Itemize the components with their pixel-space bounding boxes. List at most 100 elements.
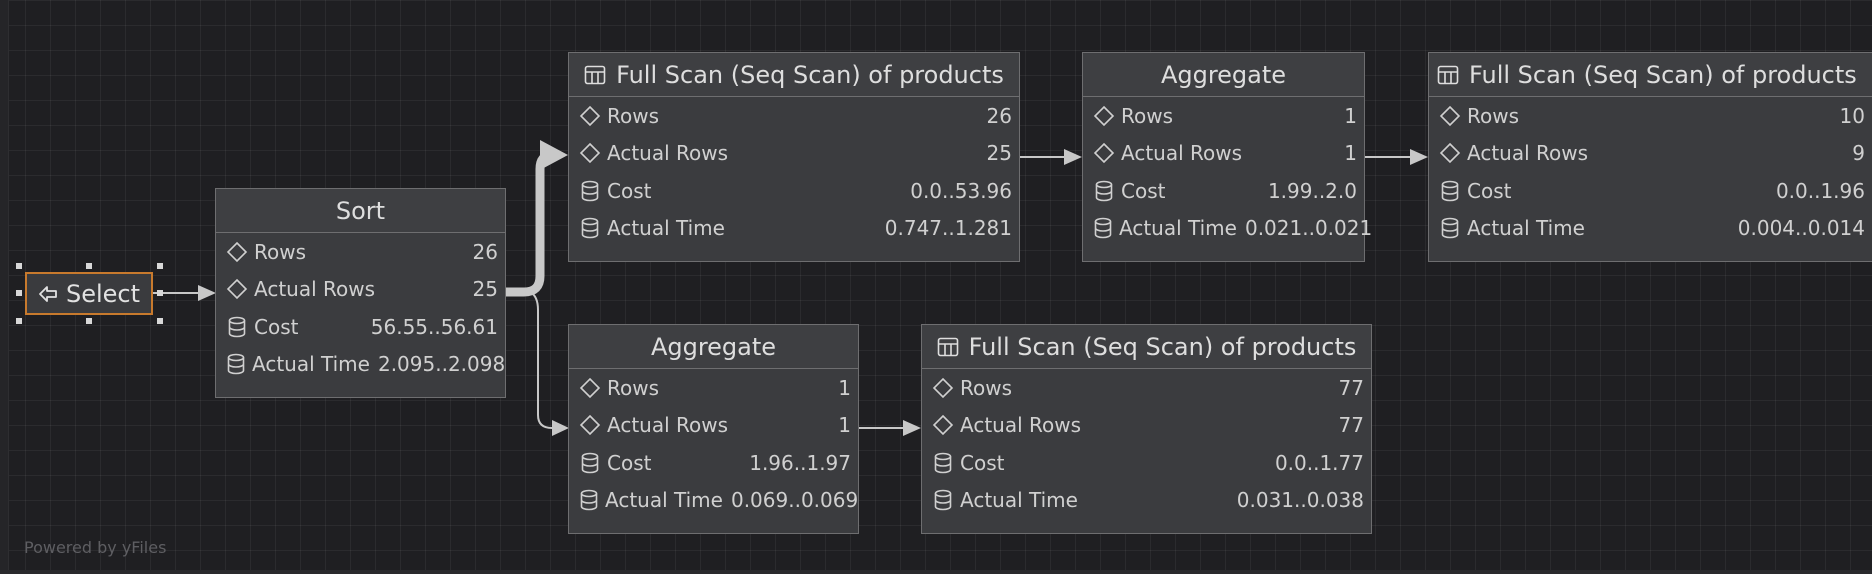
selection-handle[interactable] <box>16 290 22 296</box>
row-value: 10 <box>1839 103 1865 128</box>
row-value: 1.99..2.0 <box>1267 178 1357 203</box>
node-aggregate-a-title: Aggregate <box>1083 53 1364 97</box>
diamond-icon <box>1439 105 1461 127</box>
row-label: Actual Rows <box>607 141 729 166</box>
diamond-icon <box>1093 142 1115 164</box>
selection-handle[interactable] <box>157 263 163 269</box>
row-rows: Rows 26 <box>216 233 505 271</box>
node-scan-a-title: Full Scan (Seq Scan) of products <box>569 53 1019 97</box>
row-label: Actual Rows <box>1467 141 1589 166</box>
row-rows: Rows 26 <box>569 97 1019 135</box>
select-node-label: Select <box>65 279 141 308</box>
row-label: Actual Time <box>607 216 725 241</box>
row-actual-rows: Actual Rows 9 <box>1429 135 1872 173</box>
row-label: Actual Rows <box>1121 141 1243 166</box>
diamond-icon <box>579 377 601 399</box>
row-label: Actual Time <box>1119 216 1237 241</box>
row-value: 77 <box>1338 413 1364 438</box>
database-icon <box>579 180 601 202</box>
row-value: 1.96..1.97 <box>749 450 851 475</box>
row-value: 26 <box>986 103 1012 128</box>
row-label: Actual Rows <box>254 277 376 302</box>
row-label: Actual Time <box>960 488 1078 513</box>
database-icon <box>932 452 954 474</box>
diamond-icon <box>1093 105 1115 127</box>
row-label: Actual Time <box>1467 216 1585 241</box>
row-label: Cost <box>254 314 299 339</box>
row-actual-rows: Actual Rows 77 <box>922 407 1371 445</box>
diamond-icon <box>932 414 954 436</box>
row-value: 0.0..53.96 <box>910 178 1012 203</box>
row-value: 1 <box>1344 141 1357 166</box>
row-value: 0.021..0.021 <box>1244 216 1373 241</box>
table-icon <box>584 65 606 85</box>
row-actual-rows: Actual Rows 1 <box>1083 135 1364 173</box>
node-title-text: Full Scan (Seq Scan) of products <box>968 332 1357 361</box>
selection-handle[interactable] <box>157 318 163 324</box>
database-icon <box>1093 217 1113 239</box>
row-label: Rows <box>254 239 307 264</box>
row-label: Actual Time <box>252 352 370 377</box>
row-label: Rows <box>960 375 1013 400</box>
edge-agg-b-to-scan-c-arrowhead <box>903 420 921 436</box>
row-label: Cost <box>607 178 652 203</box>
table-icon <box>1437 65 1459 85</box>
row-value: 2.095..2.098 <box>377 352 506 377</box>
row-label: Rows <box>1467 103 1520 128</box>
database-icon <box>226 353 246 375</box>
row-cost: Cost 0.0..53.96 <box>569 172 1019 210</box>
diamond-icon <box>226 241 248 263</box>
selection-handle[interactable] <box>16 263 22 269</box>
select-node[interactable]: Select <box>25 272 153 315</box>
enter-arrow-icon <box>38 285 58 303</box>
row-value: 0.004..0.014 <box>1737 216 1865 241</box>
selection-handle[interactable] <box>86 318 92 324</box>
node-title-text: Sort <box>335 196 386 225</box>
diamond-icon <box>579 105 601 127</box>
database-icon <box>1093 180 1115 202</box>
node-title-text: Aggregate <box>1160 60 1287 89</box>
database-icon <box>579 217 601 239</box>
database-icon <box>579 489 599 511</box>
row-value: 26 <box>472 239 498 264</box>
row-value: 0.747..1.281 <box>884 216 1012 241</box>
row-label: Actual Rows <box>960 413 1082 438</box>
diamond-icon <box>579 414 601 436</box>
row-value: 9 <box>1852 141 1865 166</box>
node-sort-title: Sort <box>216 189 505 233</box>
selection-handle[interactable] <box>16 318 22 324</box>
row-value: 0.0..1.96 <box>1775 178 1865 203</box>
selection-handle[interactable] <box>157 290 163 296</box>
database-icon <box>1439 180 1461 202</box>
node-aggregate-b-title: Aggregate <box>569 325 858 369</box>
row-label: Rows <box>607 375 660 400</box>
row-value: 0.0..1.77 <box>1274 450 1364 475</box>
selection-handle[interactable] <box>86 263 92 269</box>
row-value: 25 <box>986 141 1012 166</box>
row-actual-rows: Actual Rows 25 <box>569 135 1019 173</box>
edge-scan-a-to-agg-a-arrowhead <box>1064 149 1082 165</box>
row-value: 77 <box>1338 375 1364 400</box>
row-actual-time: Actual Time 0.021..0.021 <box>1083 210 1372 248</box>
edge-sort-to-agg-b-arrowhead <box>552 420 569 436</box>
row-label: Rows <box>607 103 660 128</box>
diamond-icon <box>579 142 601 164</box>
row-rows: Rows 10 <box>1429 97 1872 135</box>
powered-by-label[interactable]: Powered by yFiles <box>24 538 167 557</box>
table-icon <box>937 337 959 357</box>
canvas-bottom-edge <box>0 570 1872 574</box>
